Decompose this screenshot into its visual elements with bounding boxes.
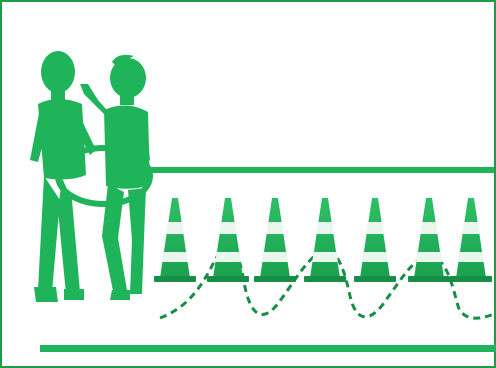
cone-1: [154, 198, 196, 282]
child-silhouette-right: [80, 55, 150, 300]
cone-6: [408, 198, 450, 282]
cone-3: [254, 198, 296, 282]
cone-4: [304, 198, 346, 282]
bottom-track-line: [40, 345, 496, 352]
top-track-line: [146, 167, 494, 173]
cone-7: [450, 198, 492, 282]
cone-5: [354, 198, 396, 282]
cone-2: [207, 198, 249, 282]
